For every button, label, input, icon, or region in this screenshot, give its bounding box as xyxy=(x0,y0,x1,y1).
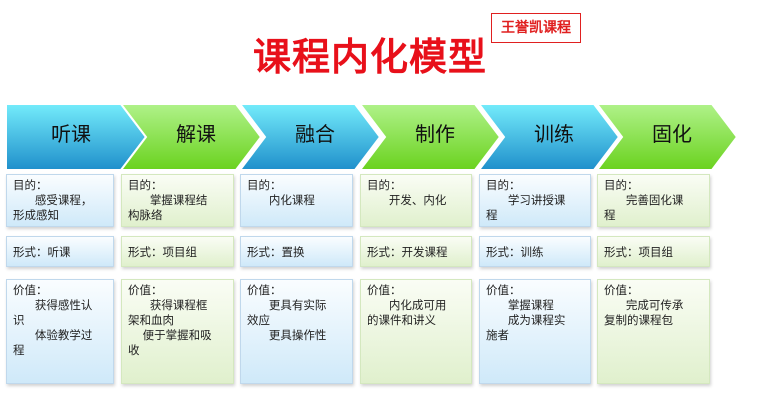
stage-label: 固化 xyxy=(652,122,692,146)
form-box: 形式：置换 xyxy=(240,236,353,267)
purpose-box-line: 目的： xyxy=(247,178,282,192)
value-box-line: 施者 xyxy=(486,328,509,342)
value-box-line: 价值： xyxy=(486,283,521,297)
value-box-line: 更具有实际 xyxy=(247,298,327,312)
purpose-box: 目的： 掌握课程结构脉络 xyxy=(121,174,234,227)
purpose-box: 目的： 开发、内化 xyxy=(360,174,472,227)
stage-label: 解课 xyxy=(176,122,216,146)
stage-arrow-4 xyxy=(476,103,621,171)
purpose-box-line: 感受课程， xyxy=(13,193,93,207)
purpose-box-line: 程 xyxy=(486,208,498,222)
purpose-box-line: 目的： xyxy=(128,178,163,192)
purpose-box: 目的： 感受课程，形成感知 xyxy=(6,174,114,227)
process-arrows xyxy=(5,103,739,171)
value-box-line: 识 xyxy=(13,313,25,327)
form-box: 形式：项目组 xyxy=(121,236,234,267)
value-box: 价值： 内化成可用的课件和讲义 xyxy=(360,279,472,384)
value-box: 价值： 掌握课程 成为课程实施者 xyxy=(479,279,591,384)
value-box-line: 程 xyxy=(13,343,25,357)
stage-label: 制作 xyxy=(415,122,455,146)
value-box: 价值： 获得课程框架和血肉 便于掌握和吸收 xyxy=(121,279,234,384)
purpose-box: 目的： 完善固化课程 xyxy=(597,174,710,227)
stage-arrow-3 xyxy=(357,103,502,171)
form-box: 形式：开发课程 xyxy=(360,236,472,267)
value-box-line: 便于掌握和吸 xyxy=(128,328,212,342)
purpose-box-line: 目的： xyxy=(604,178,639,192)
value-box-line: 架和血肉 xyxy=(128,313,174,327)
page-title: 课程内化模型 xyxy=(252,35,487,79)
value-box: 价值： 更具有实际效应 更具操作性 xyxy=(240,279,353,384)
stage-arrow-5 xyxy=(594,103,739,171)
value-box-line: 复制的课程包 xyxy=(604,313,673,327)
purpose-box-line: 掌握课程结 xyxy=(128,193,208,207)
value-box-line: 获得感性认 xyxy=(13,298,93,312)
purpose-box: 目的： 学习讲授课程 xyxy=(479,174,591,227)
stage-label: 听课 xyxy=(51,122,91,146)
purpose-box-line: 形成感知 xyxy=(13,208,59,222)
author-badge: 王誉凯课程 xyxy=(491,13,581,43)
purpose-box-line: 完善固化课 xyxy=(604,193,684,207)
purpose-box-line: 目的： xyxy=(367,178,402,192)
value-box-line: 成为课程实 xyxy=(486,313,566,327)
value-box-line: 价值： xyxy=(13,283,48,297)
value-box-line: 价值： xyxy=(128,283,163,297)
value-box-line: 体验教学过 xyxy=(13,328,93,342)
value-box: 价值： 获得感性认识 体验教学过程 xyxy=(6,279,114,384)
value-box-line: 的课件和讲义 xyxy=(367,313,436,327)
value-box-line: 价值： xyxy=(247,283,282,297)
value-box: 价值： 完成可传承复制的课程包 xyxy=(597,279,710,384)
stage-arrow-2 xyxy=(237,103,382,171)
purpose-box-line: 内化课程 xyxy=(247,193,315,207)
purpose-box-line: 目的： xyxy=(13,178,48,192)
value-box-line: 获得课程框 xyxy=(128,298,208,312)
purpose-box-line: 目的： xyxy=(486,178,521,192)
value-box-line: 效应 xyxy=(247,313,270,327)
stage-arrow-1 xyxy=(118,103,263,171)
form-box: 形式：训练 xyxy=(479,236,591,267)
stage-label: 融合 xyxy=(295,122,335,146)
purpose-box: 目的： 内化课程 xyxy=(240,174,353,227)
form-box: 形式：项目组 xyxy=(597,236,710,267)
form-box: 形式：听课 xyxy=(6,236,114,267)
value-box-line: 更具操作性 xyxy=(247,328,327,342)
value-box-line: 完成可传承 xyxy=(604,298,684,312)
value-box-line: 收 xyxy=(128,343,140,357)
purpose-box-line: 构脉络 xyxy=(128,208,163,222)
value-box-line: 内化成可用 xyxy=(367,298,447,312)
purpose-box-line: 程 xyxy=(604,208,616,222)
stage-label: 训练 xyxy=(534,122,574,146)
purpose-box-line: 开发、内化 xyxy=(367,193,447,207)
value-box-line: 价值： xyxy=(604,283,639,297)
value-box-line: 价值： xyxy=(367,283,402,297)
value-box-line: 掌握课程 xyxy=(486,298,554,312)
purpose-box-line: 学习讲授课 xyxy=(486,193,566,207)
